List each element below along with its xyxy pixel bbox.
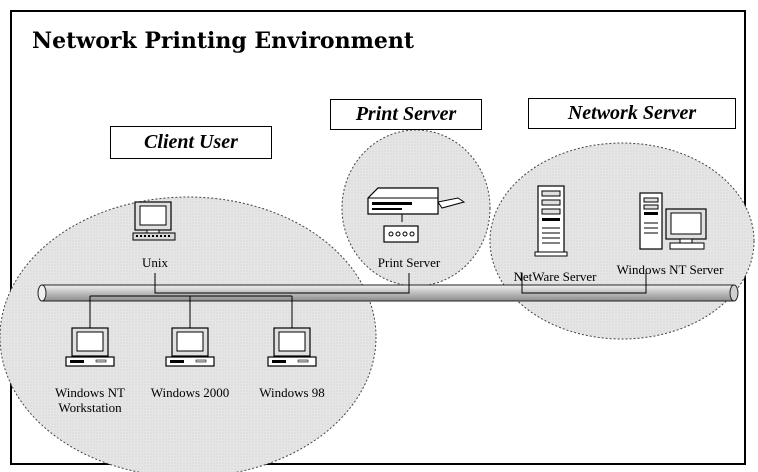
network-server-group-label: Network Server (528, 98, 736, 129)
windows-nt-server-icon (639, 192, 707, 250)
unix-label: Unix (142, 255, 168, 270)
netware-server-icon (534, 185, 568, 257)
unix-terminal-icon (132, 201, 176, 241)
windows-2000-icon (165, 327, 215, 367)
netware-server-label: NetWare Server (513, 269, 597, 284)
windows-nt-workstation-icon (65, 327, 115, 367)
windows-nt-server-label: Windows NT Server (616, 262, 724, 277)
connection-lines (89, 273, 647, 330)
printer-icon (367, 187, 466, 222)
windows-2000-label: Windows 2000 (150, 385, 230, 400)
windows-98-label: Windows 98 (259, 385, 325, 400)
windows-nt-workstation-label: Windows NT Workstation (55, 385, 125, 415)
network-server-zone (489, 142, 755, 340)
print-server-group-label: Print Server (330, 99, 482, 130)
print-server-label: Print Server (377, 255, 441, 270)
client-user-group-label: Client User (110, 126, 272, 159)
print-server-device-icon (383, 225, 419, 243)
windows-98-icon (267, 327, 317, 367)
page-title: Network Printing Environment (32, 28, 415, 54)
